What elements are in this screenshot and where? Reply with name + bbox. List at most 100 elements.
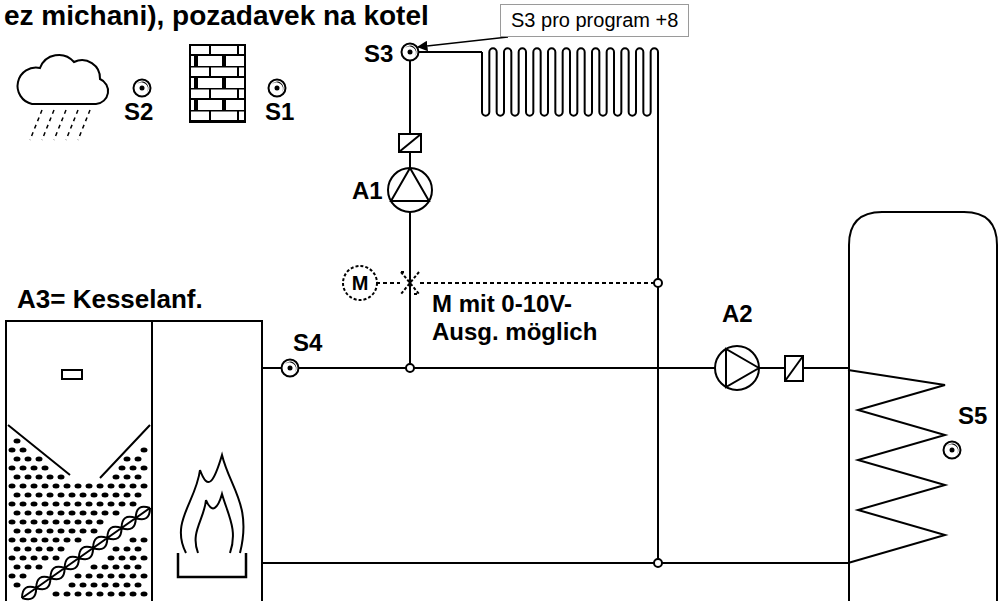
- pellet: [20, 538, 27, 543]
- pellet: [14, 565, 21, 570]
- pellet: [25, 457, 32, 462]
- pellet: [97, 592, 104, 597]
- pellet: [20, 466, 27, 471]
- mixer-valve: [401, 272, 419, 294]
- label-holder: S3: [364, 40, 393, 68]
- pellet: [53, 538, 60, 543]
- pellet: [47, 529, 54, 534]
- pellet: [91, 511, 98, 516]
- pellet: [119, 484, 126, 489]
- circulation-pump: [388, 134, 432, 212]
- pellet: [58, 511, 65, 516]
- pellet-boiler: [178, 553, 246, 577]
- pellet-boiler: [62, 370, 82, 379]
- pellet: [113, 565, 120, 570]
- boiler-pump: [726, 349, 759, 387]
- leader-arrow: [418, 37, 508, 47]
- pellet: [69, 583, 76, 588]
- pellet: [135, 457, 142, 462]
- pellet: [86, 502, 93, 507]
- pellet: [130, 466, 137, 471]
- heating-pipes: [409, 60, 411, 368]
- pellet: [97, 520, 104, 525]
- brick-wall: [190, 45, 245, 122]
- note: M mit 0-10V- Ausg. möglich: [432, 290, 622, 345]
- pipe-junction: [654, 279, 662, 287]
- pellet: [42, 484, 49, 489]
- schematic-illustration: [269, 80, 286, 97]
- pellet: [20, 556, 27, 561]
- pellet: [113, 493, 120, 498]
- pellet: [80, 583, 87, 588]
- pellet: [135, 475, 142, 480]
- pellet: [31, 502, 38, 507]
- pellet: [25, 511, 32, 516]
- rain-cloud: [18, 55, 109, 140]
- label-holder: M: [352, 273, 369, 293]
- pellet: [9, 520, 16, 525]
- boiler-pump: [785, 356, 803, 381]
- floor-heating-coil: [482, 48, 658, 115]
- pellet: [113, 475, 120, 480]
- boiler-outline: [6, 321, 262, 601]
- label-holder: M mit 0-10V- Ausg. möglich: [432, 290, 622, 345]
- sensor-label: S2: [124, 98, 153, 126]
- pellet: [75, 520, 82, 525]
- label-holder: S2: [124, 98, 153, 126]
- pellet: [135, 583, 142, 588]
- pellet: [42, 556, 49, 561]
- pellet-boiler: [196, 494, 233, 553]
- callout-box: S3 pro program +8: [500, 4, 689, 37]
- pellet: [14, 439, 21, 444]
- pellet: [141, 556, 148, 561]
- pellet: [31, 538, 38, 543]
- pellet: [108, 556, 115, 561]
- pellet: [36, 493, 43, 498]
- pellet: [36, 529, 43, 534]
- pellet: [31, 520, 38, 525]
- storage-tank: S5: [848, 210, 1002, 601]
- pellet: [9, 466, 16, 471]
- boiler-pump: [715, 346, 759, 390]
- pellet: [102, 511, 109, 516]
- pellet: [97, 502, 104, 507]
- pellet: [14, 493, 21, 498]
- pellet: [124, 475, 131, 480]
- pellet: [75, 538, 82, 543]
- pellet: [69, 529, 76, 534]
- pellet: [47, 547, 54, 552]
- heating-pipes: [376, 282, 400, 284]
- boiler-pump: [715, 346, 803, 390]
- pellet: [53, 556, 60, 561]
- pellet: [25, 493, 32, 498]
- pellet: [86, 592, 93, 597]
- pellet: [124, 583, 131, 588]
- schematic-illustration: [282, 360, 299, 377]
- pellet: [53, 484, 60, 489]
- pellet: [130, 574, 137, 579]
- pellet: [113, 547, 120, 552]
- pellet: [119, 556, 126, 561]
- pellet: [47, 475, 54, 480]
- pellet: [86, 520, 93, 525]
- pellet: [9, 538, 16, 543]
- diagram-title: ez michani), pozadavek na kotel: [4, 0, 429, 32]
- schematic-illustration: [134, 80, 151, 97]
- pellet: [64, 592, 71, 597]
- pellet: [9, 448, 16, 453]
- pipe-junction: [654, 559, 662, 567]
- circulation-pump: [391, 168, 429, 201]
- pellet: [130, 484, 137, 489]
- pellet: [108, 574, 115, 579]
- pellet: [141, 574, 148, 579]
- pellet: [64, 538, 71, 543]
- pellet: [20, 484, 27, 489]
- pipe-junction: [406, 364, 414, 372]
- pellet: [108, 502, 115, 507]
- pellet: [14, 529, 21, 534]
- pellet: [64, 484, 71, 489]
- pellet: [102, 565, 109, 570]
- pellet: [31, 556, 38, 561]
- schematic-illustration: [944, 442, 961, 459]
